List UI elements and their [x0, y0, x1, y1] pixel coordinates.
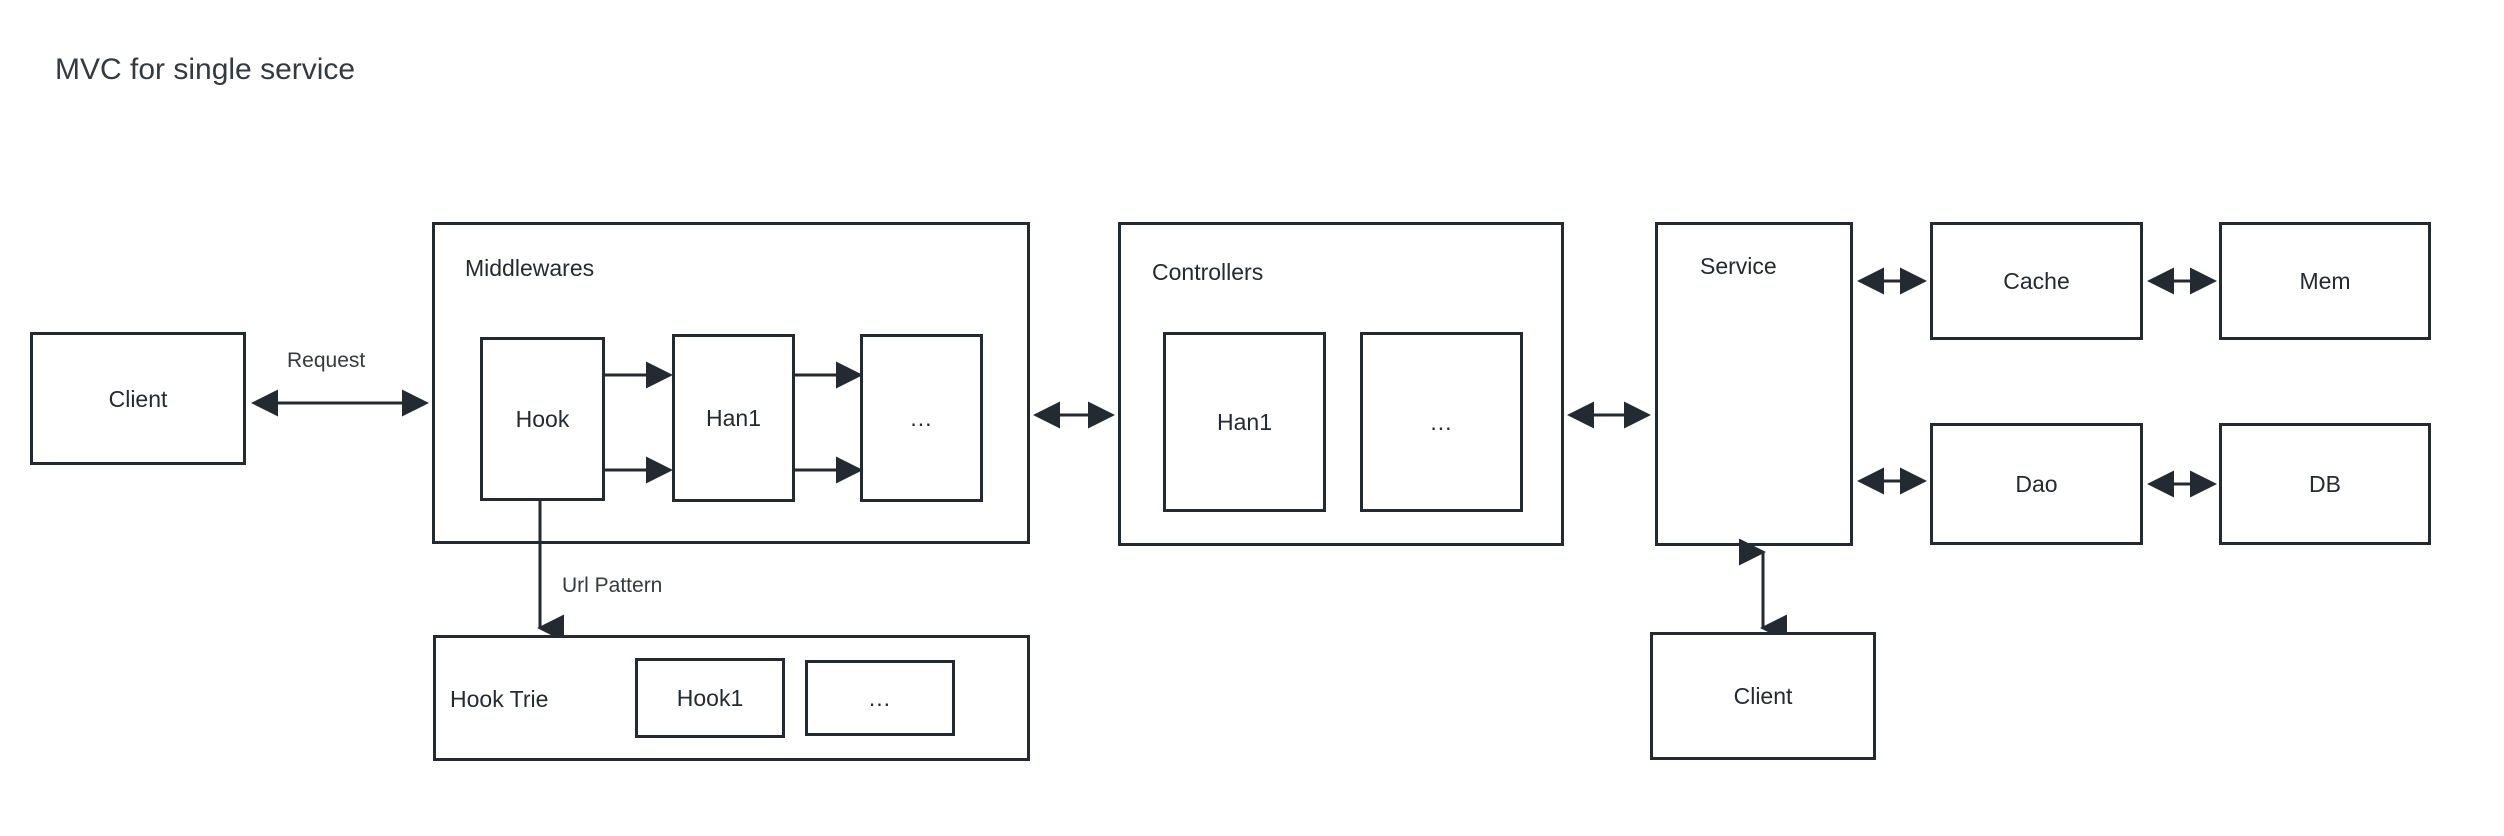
node-controller-dots[interactable]: ...: [1360, 332, 1523, 512]
node-controller-han1-label: Han1: [1217, 409, 1272, 435]
node-mem[interactable]: Mem: [2219, 222, 2431, 340]
edge-label-url-pattern: Url Pattern: [562, 574, 663, 597]
page-title: MVC for single service: [55, 53, 356, 86]
node-db[interactable]: DB: [2219, 423, 2431, 545]
node-middleware-han1-label: Han1: [706, 405, 761, 431]
group-hook-trie-caption: Hook Trie: [450, 686, 549, 712]
node-mem-label: Mem: [2299, 268, 2351, 294]
edge-service-to-cache: [1850, 266, 1934, 296]
edge-hook-to-hook-trie: [527, 498, 564, 642]
node-controller-dots-label: ...: [1430, 409, 1453, 435]
group-middlewares-caption: Middlewares: [465, 255, 595, 281]
edge-controllers-to-service: [1560, 400, 1658, 430]
edge-middlewares-to-controllers: [1026, 400, 1122, 430]
node-client-left-label: Client: [108, 385, 168, 412]
edge-label-request: Request: [287, 349, 366, 372]
node-middleware-han1[interactable]: Han1: [672, 334, 795, 502]
node-middleware-dots-label: ...: [910, 405, 933, 431]
node-hook-trie-hook1-label: Hook1: [676, 685, 744, 711]
edge-hook-to-han1: [604, 361, 680, 389]
edge-cache-to-mem: [2140, 266, 2224, 296]
edge-client-to-middlewares: [244, 388, 436, 418]
node-hook-trie-hook1[interactable]: Hook1: [635, 658, 785, 738]
node-client-left[interactable]: Client: [30, 332, 246, 465]
node-service-label: Service: [1700, 253, 1777, 279]
node-middleware-hook[interactable]: Hook: [480, 337, 605, 501]
edge-dao-to-db: [2140, 469, 2224, 499]
edge-service-to-client-bottom: [1739, 538, 1787, 642]
node-cache-label: Cache: [2003, 268, 2070, 294]
edge-service-to-dao: [1850, 466, 1934, 496]
node-service[interactable]: [1655, 222, 1853, 546]
node-middleware-hook-label: Hook: [515, 406, 570, 432]
node-db-label: DB: [2309, 471, 2341, 497]
edge-han1-to-dots: [794, 361, 870, 389]
node-dao-label: Dao: [2015, 471, 2058, 497]
node-hook-trie-dots[interactable]: ...: [805, 660, 955, 736]
edge-han1-to-hook: [604, 456, 680, 484]
group-controllers-caption: Controllers: [1152, 259, 1264, 285]
node-client-bottom[interactable]: Client: [1650, 632, 1876, 760]
node-dao[interactable]: Dao: [1930, 423, 2143, 545]
node-controller-han1[interactable]: Han1: [1163, 332, 1326, 512]
edge-dots-to-han1: [794, 456, 870, 484]
node-hook-trie-dots-label: ...: [868, 685, 892, 711]
node-middleware-dots[interactable]: ...: [860, 334, 983, 502]
node-cache[interactable]: Cache: [1930, 222, 2143, 340]
node-client-bottom-label: Client: [1733, 683, 1793, 709]
